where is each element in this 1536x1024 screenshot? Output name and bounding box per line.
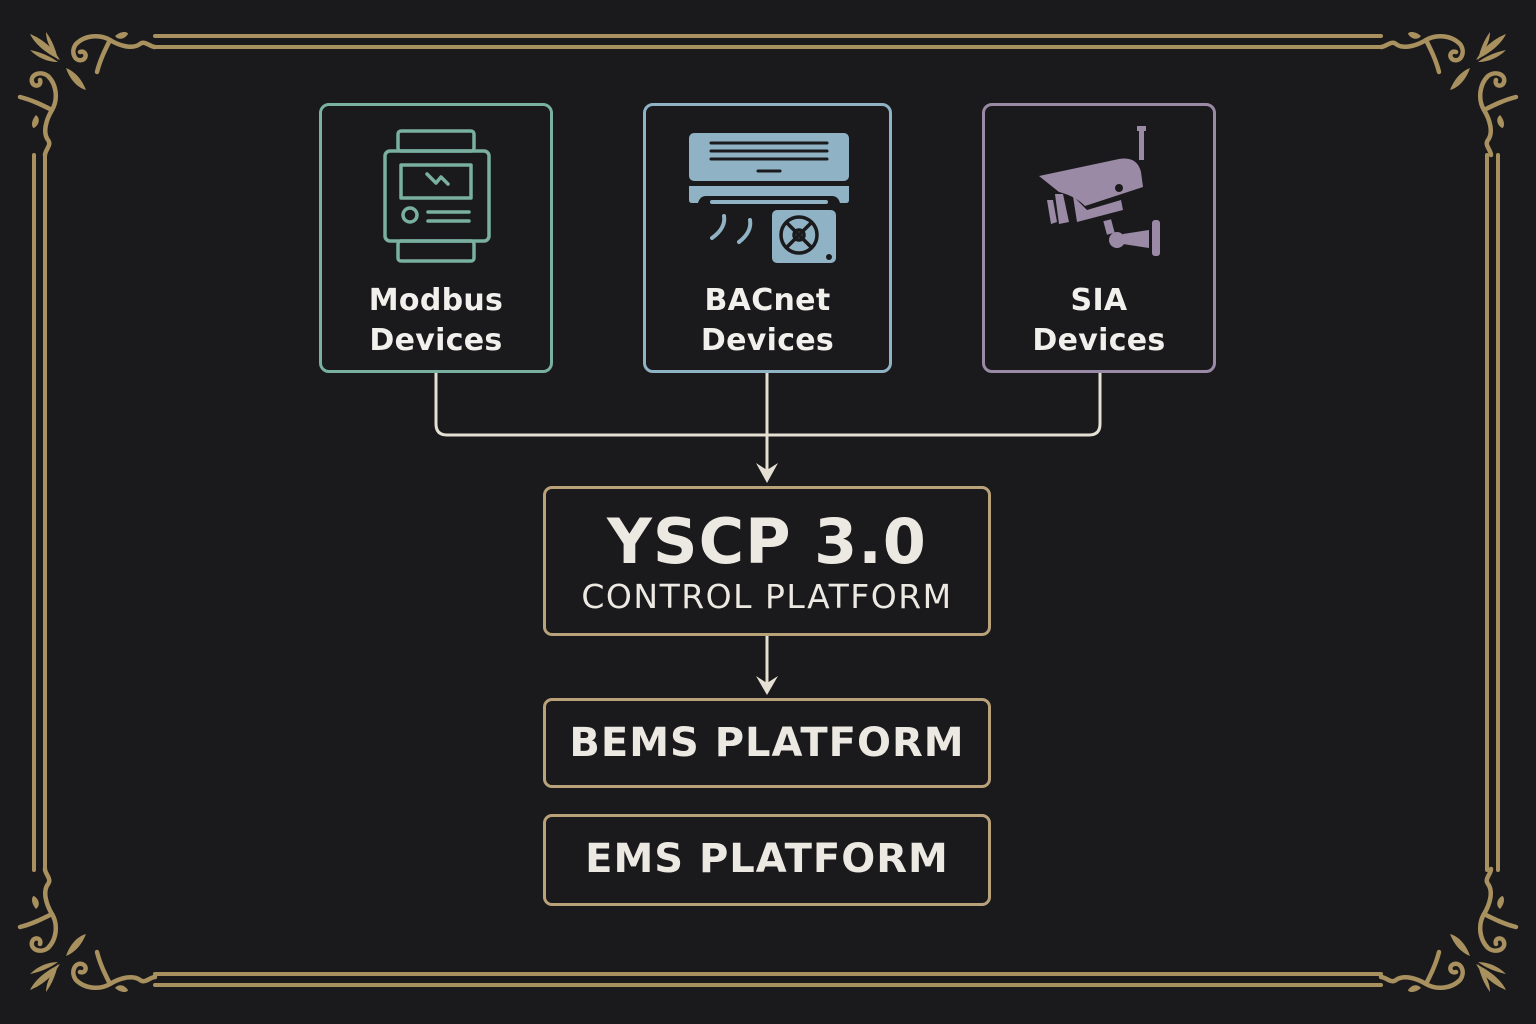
connectors (434, 373, 1102, 690)
bacnet-label-line2: Devices (700, 323, 835, 358)
arrowhead-to-bems (756, 676, 778, 695)
bems-platform-box: BEMS PLATFORM (543, 698, 991, 788)
corner-ornament-top-left (20, 32, 155, 155)
corner-ornament-bottom-left (20, 869, 155, 992)
bacnet-devices-card: BACnet Devices (643, 103, 892, 373)
ems-platform-label: EMS PLATFORM (585, 836, 949, 882)
sia-devices-card: SIA Devices (982, 103, 1216, 373)
hub-title: YSCP 3.0 (607, 505, 927, 578)
bacnet-label-line1: BACnet (704, 283, 831, 318)
meter-device-icon (383, 129, 491, 263)
modbus-label-line2: Devices (369, 323, 503, 358)
sia-label-line2: Devices (1032, 323, 1166, 358)
air-conditioner-icon (689, 133, 849, 263)
bems-platform-label: BEMS PLATFORM (569, 720, 965, 766)
hub-subtitle: CONTROL PLATFORM (581, 577, 953, 616)
corner-ornament-top-right (1381, 32, 1516, 155)
yscp-control-platform-box: YSCP 3.0 CONTROL PLATFORM (543, 486, 991, 636)
corner-ornament-bottom-right (1381, 869, 1516, 992)
sia-label-line1: SIA (1070, 283, 1128, 318)
ems-platform-box: EMS PLATFORM (543, 814, 991, 906)
arrowhead-to-hub (756, 463, 778, 483)
security-camera-icon (1039, 126, 1160, 256)
modbus-label-line1: Modbus (368, 283, 504, 318)
modbus-devices-card: Modbus Devices (319, 103, 553, 373)
